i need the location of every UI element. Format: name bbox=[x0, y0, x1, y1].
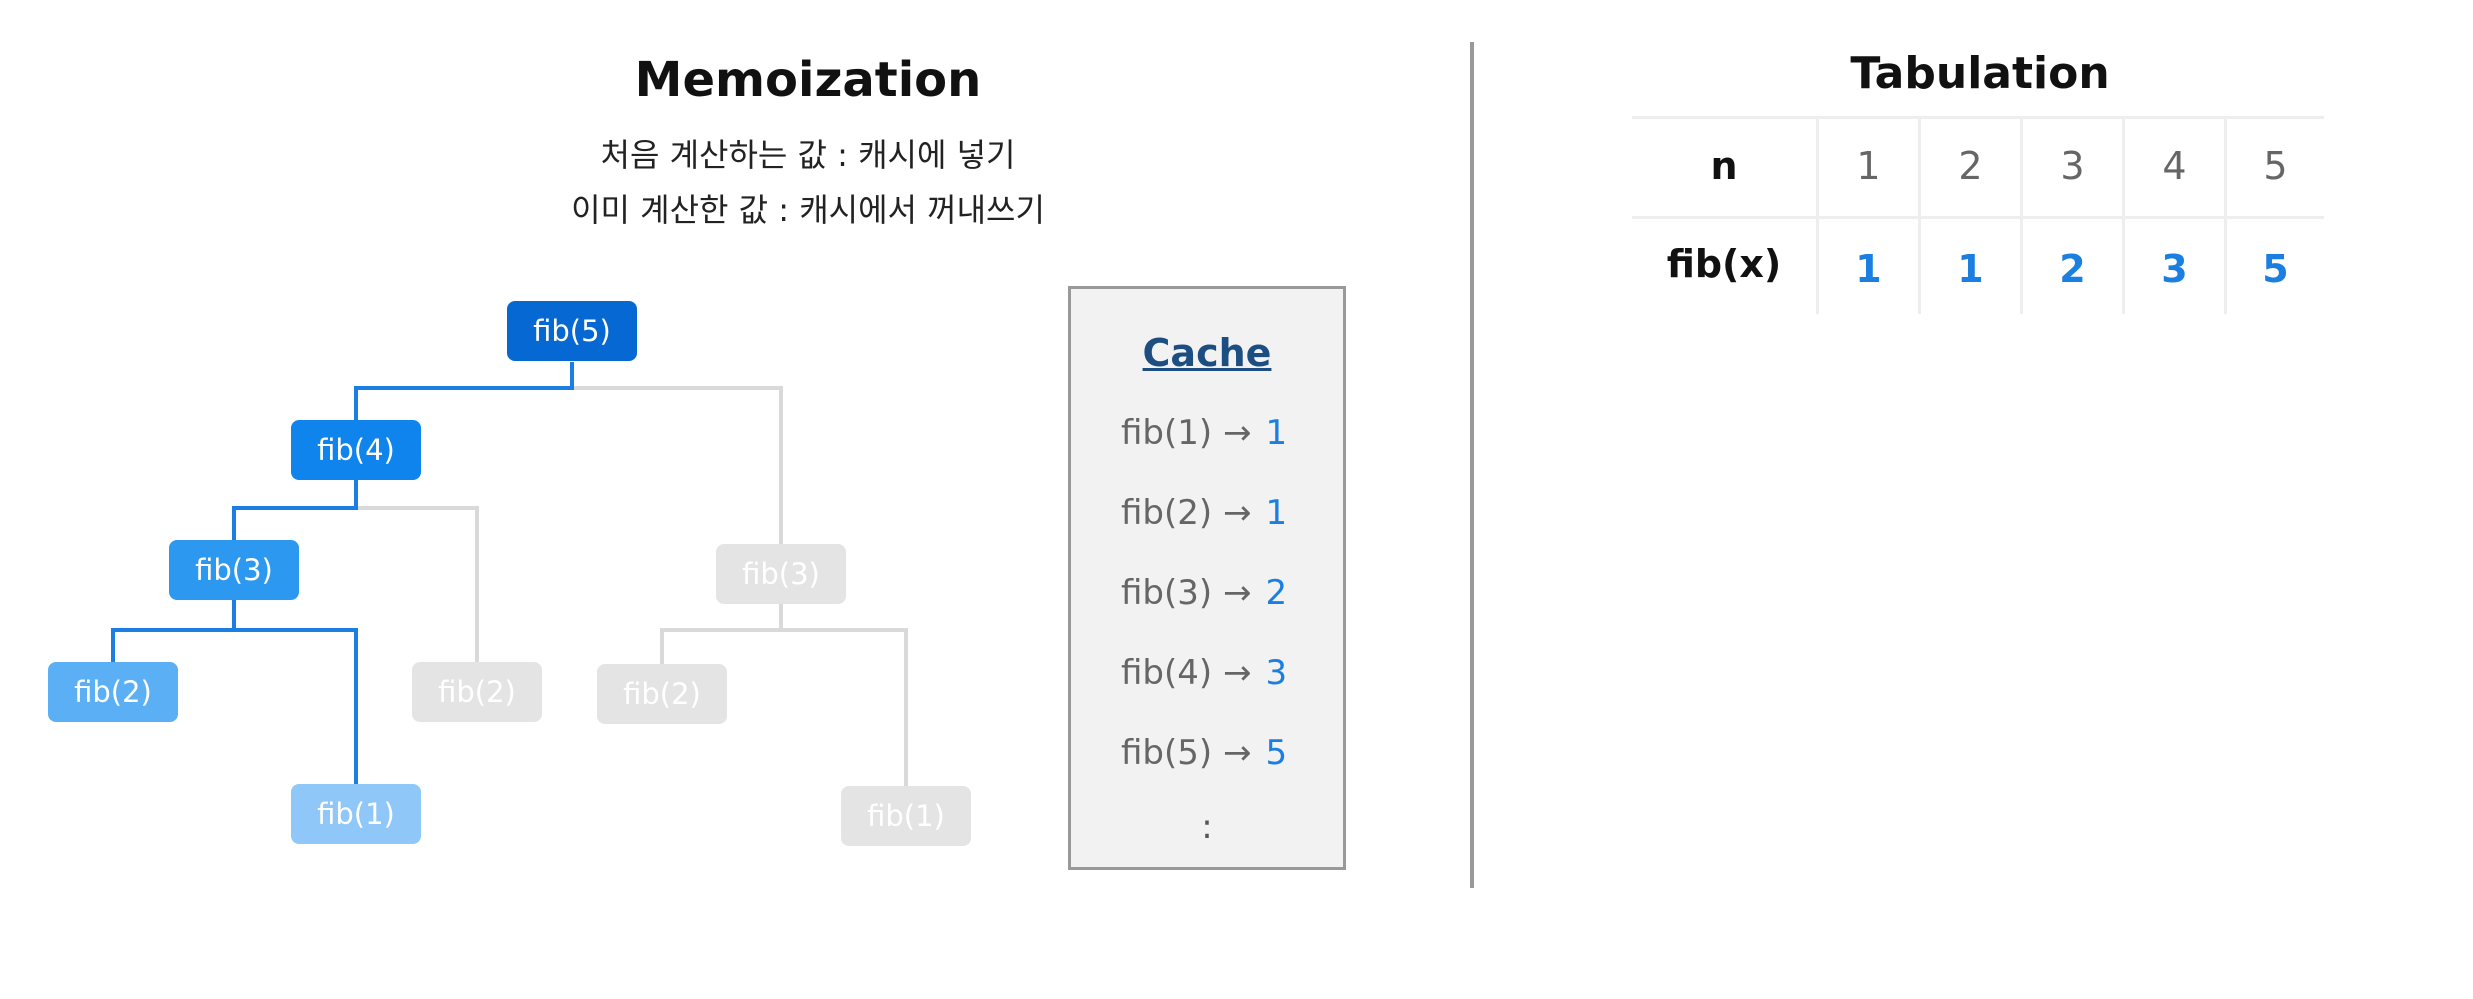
memoization-subtitle-1: 처음 계산하는 값 : 캐시에 넣기 bbox=[600, 136, 1016, 174]
edge-fib4-fib3 bbox=[232, 480, 358, 540]
cache-key: fib(5) → bbox=[1121, 733, 1252, 773]
cache-value: 5 bbox=[1265, 733, 1288, 773]
table-cell-fib: 5 bbox=[2262, 247, 2289, 291]
node-fib2-cached: fib(2) bbox=[412, 662, 542, 722]
cache-key: fib(4) → bbox=[1121, 653, 1252, 693]
node-fib2: fib(2) bbox=[48, 662, 178, 722]
table-cell-fib: 1 bbox=[1855, 247, 1882, 291]
table-cell-n: 2 bbox=[1958, 144, 1983, 188]
edge-fib3-fib1 bbox=[234, 628, 358, 784]
cache-value: 3 bbox=[1265, 653, 1288, 693]
node-fib2-cached-b: fib(2) bbox=[597, 664, 727, 724]
cache-value: 1 bbox=[1265, 413, 1288, 453]
node-fib3: fib(3) bbox=[169, 540, 299, 600]
tabulation-table: n 1 2 3 4 5 fib(x) 1 1 2 3 5 bbox=[1632, 116, 2324, 316]
edge-fib3-fib2 bbox=[111, 600, 236, 662]
table-column-divider bbox=[2224, 118, 2227, 314]
cache-row: fib(2) → 1 bbox=[1121, 493, 1287, 533]
tabulation-title: Tabulation bbox=[1850, 48, 2110, 99]
table-column-divider bbox=[2020, 118, 2023, 314]
cache-key: fib(1) → bbox=[1121, 413, 1252, 453]
cache-title: Cache bbox=[1142, 331, 1272, 375]
node-fib4: fib(4) bbox=[291, 420, 421, 480]
node-fib1: fib(1) bbox=[291, 784, 421, 844]
table-cell-fib: 1 bbox=[1957, 247, 1984, 291]
table-border-top bbox=[1632, 116, 2324, 119]
table-cell-fib: 2 bbox=[2059, 247, 2086, 291]
section-divider bbox=[1470, 42, 1474, 888]
table-cell-n: 1 bbox=[1856, 144, 1881, 188]
cache-value: 2 bbox=[1265, 573, 1288, 613]
row-header-fib: fib(x) bbox=[1666, 242, 1782, 286]
cache-panel: Cache fib(1) → 1 fib(2) → 1 fib(3) → 2 fib(… bbox=[1068, 286, 1346, 870]
node-fib5: fib(5) bbox=[507, 301, 637, 361]
table-cell-n: 5 bbox=[2263, 144, 2288, 188]
cache-row: fib(4) → 3 bbox=[1121, 653, 1287, 693]
edge-fib3gray-fib2gray bbox=[660, 604, 783, 664]
table-cell-n: 3 bbox=[2060, 144, 2085, 188]
node-fib3-cached: fib(3) bbox=[716, 544, 846, 604]
edge-fib5-fib4 bbox=[354, 362, 574, 420]
cache-key: fib(2) → bbox=[1121, 493, 1252, 533]
cache-row: fib(5) → 5 bbox=[1121, 733, 1287, 773]
table-cell-n: 4 bbox=[2162, 144, 2187, 188]
cache-ellipsis: : bbox=[1201, 807, 1213, 847]
cache-key: fib(3) → bbox=[1121, 573, 1252, 613]
table-cell-fib: 3 bbox=[2161, 247, 2188, 291]
memoization-title: Memoization bbox=[634, 52, 982, 108]
table-column-divider bbox=[1918, 118, 1921, 314]
cache-value: 1 bbox=[1265, 493, 1288, 533]
edge-fib5-fib3-gray bbox=[572, 386, 783, 544]
table-column-divider bbox=[1816, 118, 1819, 314]
cache-row: fib(3) → 2 bbox=[1121, 573, 1287, 613]
table-row-divider bbox=[1632, 216, 2324, 219]
table-column-divider bbox=[2122, 118, 2125, 314]
memoization-subtitle-2: 이미 계산한 값 : 캐시에서 꺼내쓰기 bbox=[571, 191, 1045, 229]
row-header-n: n bbox=[1710, 144, 1738, 188]
node-fib1-cached: fib(1) bbox=[841, 786, 971, 846]
edge-fib4-fib2-gray bbox=[356, 506, 479, 664]
edge-fib3gray-fib1gray bbox=[781, 628, 908, 786]
cache-row: fib(1) → 1 bbox=[1121, 413, 1287, 453]
